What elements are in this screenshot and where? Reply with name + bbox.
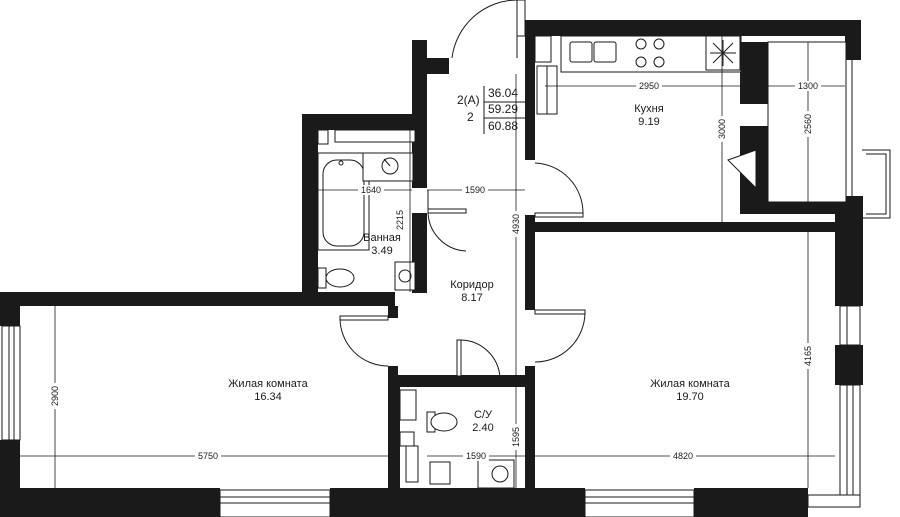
dim-kitchen-width: 2950 xyxy=(639,81,659,91)
dim-corridor-length: 4930 xyxy=(511,214,521,234)
living-room2-area: 19.70 xyxy=(676,391,704,403)
bathroom-area: 3.49 xyxy=(371,245,392,257)
toilet-icon xyxy=(325,268,355,288)
living-room2-name: Жилая комната xyxy=(650,378,730,390)
apartment-type: 2(А) xyxy=(457,93,480,107)
corridor-area: 8.17 xyxy=(461,292,482,304)
dim-bath-width: 1640 xyxy=(361,185,381,195)
kitchen-sink-icon xyxy=(569,41,593,63)
wc-toilet-icon xyxy=(430,412,458,432)
dim-room1-width: 5750 xyxy=(198,451,218,461)
dim-room1-depth: 2900 xyxy=(50,386,60,406)
total-area: 59.29 xyxy=(488,102,518,116)
dim-kitchen-depth: 3000 xyxy=(717,119,727,139)
dim-corridor-width: 1590 xyxy=(465,185,485,195)
kitchen-name: Кухня xyxy=(634,103,663,115)
wc-area: 2.40 xyxy=(472,422,493,434)
dim-room2-width: 4820 xyxy=(673,451,693,461)
living-room1-name: Жилая комната xyxy=(228,378,308,390)
apartment-info: 2(А) 2 36.04 59.29 60.88 xyxy=(457,86,527,134)
walls xyxy=(0,20,863,517)
living-room1-area: 16.34 xyxy=(254,391,282,403)
wc-name: С/У xyxy=(474,409,493,421)
dim-balcony-depth: 2560 xyxy=(803,114,813,134)
wc-sink-icon xyxy=(491,465,509,483)
dim-balcony-width: 1300 xyxy=(798,81,818,91)
dim-wc-width: 1590 xyxy=(466,451,486,461)
stove-icon xyxy=(635,38,647,50)
dimension-labels: 2950 1300 3000 2560 1640 1590 2215 4930 … xyxy=(50,81,821,461)
bathroom-name: Ванная xyxy=(363,232,401,244)
fixtures xyxy=(317,35,757,489)
doors xyxy=(339,162,586,379)
corridor-name: Коридор xyxy=(450,279,493,291)
room-labels: Кухня 9.19 Ванная 3.49 Коридор 8.17 С/У … xyxy=(228,103,730,434)
dim-bath-depth: 2215 xyxy=(395,210,405,230)
dim-wc-depth: 1595 xyxy=(511,427,521,447)
area-with-balcony: 60.88 xyxy=(488,119,518,133)
dim-room2-depth: 4165 xyxy=(803,346,813,366)
apartment-rooms: 2 xyxy=(467,110,474,124)
living-area: 36.04 xyxy=(488,86,518,100)
kitchen-area: 9.19 xyxy=(638,116,659,128)
